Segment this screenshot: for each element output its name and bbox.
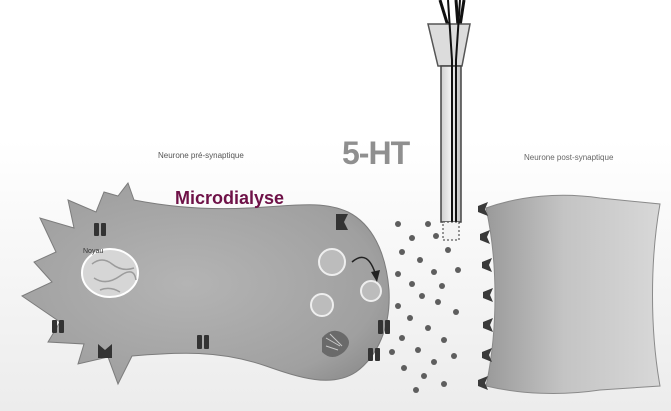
vesicle xyxy=(319,249,345,275)
channel xyxy=(94,223,99,236)
nucleus-label: Noyau xyxy=(83,248,103,255)
channel xyxy=(59,320,64,333)
channel xyxy=(385,320,390,334)
channel xyxy=(375,348,380,361)
vesicle xyxy=(311,294,333,316)
channel xyxy=(368,348,373,361)
postsynaptic-neuron xyxy=(486,195,660,393)
nucleus xyxy=(82,249,138,297)
channel xyxy=(101,223,106,236)
probe-membrane xyxy=(443,222,459,240)
channel xyxy=(197,335,202,349)
neurotransmitter-label: 5-HT xyxy=(342,135,409,172)
probe-funnel xyxy=(428,24,470,66)
technique-label: Microdialyse xyxy=(175,188,284,209)
channel xyxy=(204,335,209,349)
postsynaptic-label: Neurone post-synaptique xyxy=(524,153,613,162)
presynaptic-label: Neurone pré-synaptique xyxy=(158,151,244,160)
channel xyxy=(52,320,57,333)
channel xyxy=(378,320,383,334)
vesicle xyxy=(361,281,381,301)
